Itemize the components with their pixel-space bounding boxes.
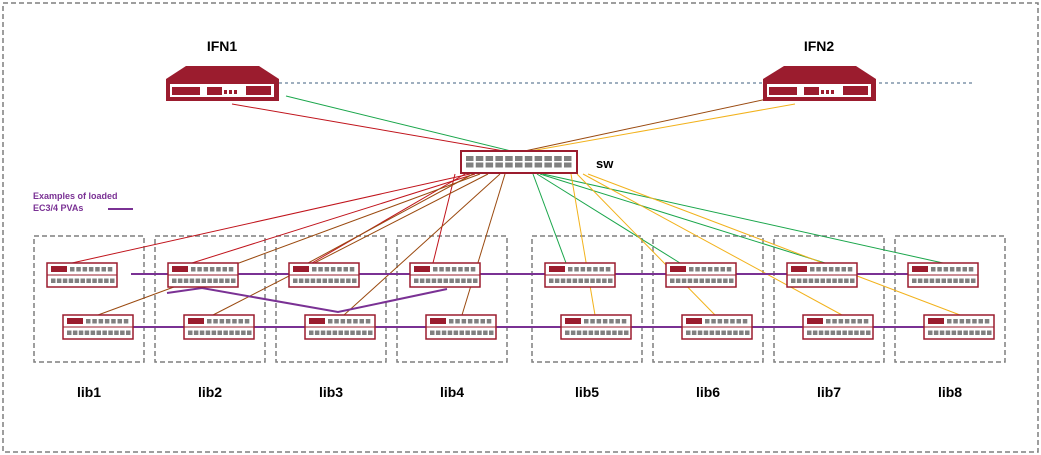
lib-label-lib2: lib2 [198, 384, 222, 400]
storage-node-icon-lib2-top[interactable] [167, 262, 239, 288]
lib-label-lib5: lib5 [575, 384, 599, 400]
connection-line-11 [343, 173, 501, 316]
storage-node-icon-lib6-bottom[interactable] [681, 314, 753, 340]
legend-line2: EC3/4 PVAs [33, 203, 83, 213]
lib-box-lib4 [396, 235, 508, 363]
storage-node-icon-lib5-top[interactable] [544, 262, 616, 288]
lib-box-lib5 [531, 235, 643, 363]
lib-label-lib3: lib3 [319, 384, 343, 400]
lib-label-lib6: lib6 [696, 384, 720, 400]
storage-node-icon-lib3-bottom[interactable] [304, 314, 376, 340]
connection-line-13 [296, 173, 474, 270]
lib-label-lib4: lib4 [440, 384, 464, 400]
storage-node-icon-lib3-top[interactable] [288, 262, 360, 288]
lib-box-lib3 [275, 235, 387, 363]
connection-line-15 [536, 173, 681, 264]
storage-node-icon-lib7-top[interactable] [786, 262, 858, 288]
connection-line-6 [191, 173, 476, 264]
connection-line-12 [461, 173, 506, 316]
lib-label-lib7: lib7 [817, 384, 841, 400]
connection-line-20 [582, 173, 843, 316]
storage-node-icon-lib4-top[interactable] [409, 262, 481, 288]
ifn1-label: IFN1 [207, 38, 238, 54]
connection-line-8 [432, 173, 456, 264]
connection-line-2 [285, 95, 516, 153]
lib-label-lib1: lib1 [77, 384, 101, 400]
storage-node-icon-lib6-top[interactable] [665, 262, 737, 288]
switch-label: sw [596, 156, 614, 171]
lib-box-lib7 [773, 235, 885, 363]
lib-box-lib8 [894, 235, 1006, 363]
ifn1-server-icon[interactable] [166, 66, 279, 101]
storage-node-icon-lib7-bottom[interactable] [802, 314, 874, 340]
storage-node-icon-lib8-bottom[interactable] [923, 314, 995, 340]
ifn2-label: IFN2 [804, 38, 835, 54]
legend-line1: Examples of loaded [33, 191, 118, 201]
connection-line-5 [71, 173, 471, 264]
ifn2-server-icon[interactable] [763, 66, 876, 101]
connection-line-19 [576, 173, 716, 316]
storage-node-icon-lib4-bottom[interactable] [425, 314, 497, 340]
connection-line-16 [539, 173, 826, 264]
storage-node-icon-lib2-bottom[interactable] [183, 314, 255, 340]
storage-node-icon-lib8-top[interactable] [907, 262, 979, 288]
connection-line-4 [519, 98, 768, 153]
storage-node-icon-lib1-top[interactable] [46, 262, 118, 288]
connection-line-9 [97, 173, 481, 316]
pva-line-cross [166, 286, 448, 314]
network-switch-icon[interactable] [460, 150, 578, 174]
lib-box-lib2 [154, 235, 266, 363]
connection-line-18 [570, 173, 596, 316]
lib-label-lib8: lib8 [938, 384, 962, 400]
lib-box-lib1 [33, 235, 145, 363]
connection-line-17 [542, 173, 944, 264]
connection-line-10 [212, 173, 489, 316]
storage-node-icon-lib5-bottom[interactable] [560, 314, 632, 340]
connection-line-1 [231, 103, 511, 153]
connection-line-14 [532, 173, 567, 264]
storage-node-icon-lib1-bottom[interactable] [62, 314, 134, 340]
connection-line-21 [587, 173, 961, 316]
lib-box-lib6 [652, 235, 764, 363]
connection-line-3 [524, 103, 796, 153]
